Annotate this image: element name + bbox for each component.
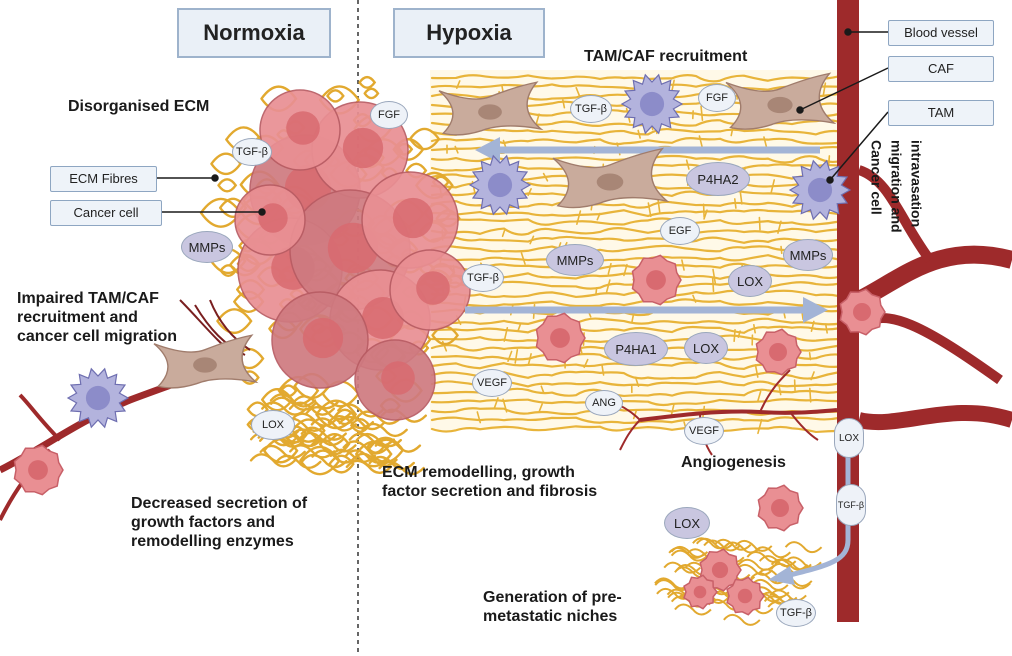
migration-line-3: intravasation [908,140,925,228]
fgf-bubble-1: FGF [370,101,408,129]
legend-tam: TAM [888,100,994,126]
p4ha2-bubble: P4HA2 [686,162,750,196]
legend-ecm-fibres: ECM Fibres [50,166,157,192]
lox-bubble-2: LOX [728,265,772,297]
normoxia-header: Normoxia [177,8,331,58]
mmps-bubble-1: MMPs [181,231,233,263]
tumour-cell [271,291,369,389]
tgfb-bubble-2: TGF-β [570,95,612,123]
cancer-cell [839,288,886,336]
impaired-label: Impaired TAM/CAF recruitment and cancer … [17,289,177,347]
migration-arrow [465,297,828,323]
cancer-cell [726,576,765,616]
lox-bubble-vessel: LOX [834,418,864,458]
cancer-cell [13,444,64,496]
caf-cell [153,334,259,389]
angiogenesis-label: Angiogenesis [681,454,786,471]
legend-pointers [155,28,889,216]
ecm-remodel-line-2: factor secretion and fibrosis [382,483,598,501]
hypoxia-header: Hypoxia [393,8,545,58]
tam-cell [468,154,532,216]
caf-cell [725,72,837,130]
tam-cell [788,159,852,221]
impaired-line-2: recruitment and [17,309,138,327]
tam-caf-recruitment-label: TAM/CAF recruitment [584,48,748,65]
mmps-bubble-2: MMPs [546,244,604,276]
lox-bubble-3: LOX [684,332,728,364]
legend-caf: CAF [888,56,994,82]
impaired-line-3: cancer cell migration [17,328,178,346]
tumour-cell [389,249,471,331]
premeta-line-1: Generation of pre- [483,589,622,606]
premeta-line-2: metastatic niches [483,608,618,626]
mmps-bubble-3: MMPs [783,239,833,271]
ecm-remodelling-label: ECM remodelling, growth factor secretion… [382,463,597,501]
decreased-line-3: remodelling enzymes [131,533,294,551]
migration-line-2: migration and [888,140,905,233]
vegf-bubble-1: VEGF [472,369,512,397]
migration-intravasation-label: Cancer cell migration and intravasation [868,140,938,320]
egf-bubble: EGF [660,217,700,245]
ang-bubble: ANG [585,390,623,416]
fgf-bubble-2: FGF [698,84,736,112]
tgfb-bubble-vessel: TGF-β [836,484,866,526]
decreased-secretion-label: Decreased secretion of growth factors an… [131,494,307,552]
cancer-cell [683,574,718,610]
tgfb-bubble-3: TGF-β [462,264,504,292]
caf-cell [438,81,544,136]
tam-cell [66,367,130,429]
ecm-remodel-line-1: ECM remodelling, growth [382,464,575,481]
decreased-line-2: growth factors and [131,514,276,532]
tgfb-bubble-1: TGF-β [232,138,272,166]
tumour-cell [234,184,306,256]
legend-cancer-cell: Cancer cell [50,200,162,226]
cells-layer [13,72,886,616]
premetastatic-label: Generation of pre- metastatic niches [483,588,622,626]
disorganised-ecm-label: Disorganised ECM [68,98,210,115]
niche-arrow [768,455,851,585]
tumour-cell [259,89,341,171]
lox-bubble-1: LOX [251,410,295,440]
lox-bubble-niche: LOX [664,507,710,539]
tumour-cell [354,339,436,421]
impaired-line-1: Impaired TAM/CAF [17,290,159,307]
cancer-cell [755,328,802,376]
caf-cell [552,147,670,209]
decreased-line-1: Decreased secretion of [131,495,308,512]
legend-blood-vessel: Blood vessel [888,20,994,46]
tumour-cell [361,171,459,269]
cancer-cell [631,254,682,306]
tgfb-bubble-niche: TGF-β [776,599,816,627]
migration-line-1: Cancer cell [868,140,885,215]
cancer-cell [757,484,804,532]
vegf-bubble-2: VEGF [684,417,724,445]
tam-cell [620,73,684,135]
p4ha1-bubble: P4HA1 [604,332,668,366]
cancer-cell [535,312,586,364]
